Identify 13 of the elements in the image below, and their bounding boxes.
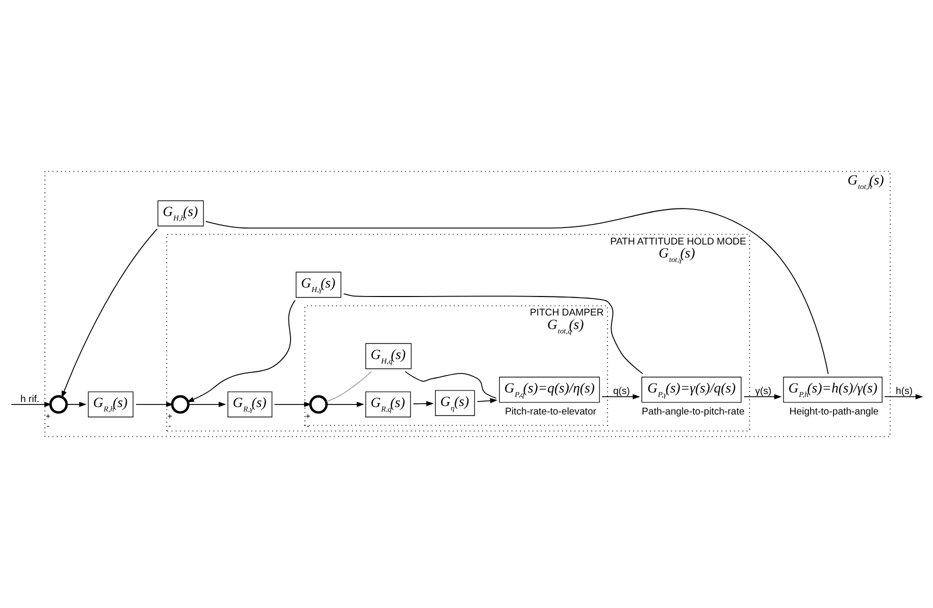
node-label: + (46, 411, 51, 422)
edge-label: γ(s) (755, 386, 772, 398)
node-label: Height-to-path-angle (789, 406, 879, 418)
edge-label: q(s) (613, 386, 630, 398)
node-label: Path-angle-to-pitch-rate (642, 406, 745, 418)
edge-label: h(s) (896, 386, 913, 398)
node-label: Pitch-rate-to-elevator (504, 406, 596, 418)
edge-label: h rif. (20, 394, 40, 405)
node-label: + (167, 411, 172, 422)
node-label: - (46, 420, 50, 430)
node-label: - (306, 420, 310, 430)
node-label: - (168, 420, 172, 430)
node-label: + (306, 411, 310, 422)
